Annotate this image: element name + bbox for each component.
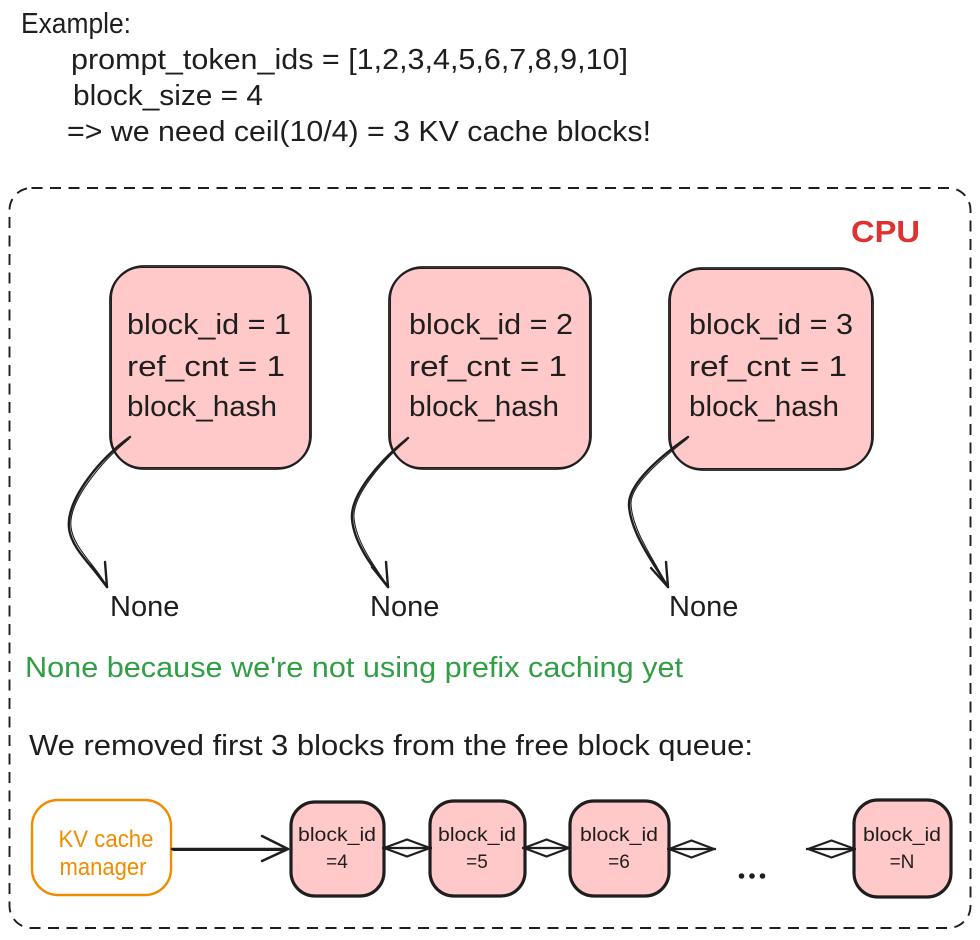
svg-text:None: None — [669, 591, 738, 623]
svg-text:block_id: block_id — [863, 825, 941, 846]
svg-text:KV cache: KV cache — [59, 826, 154, 853]
svg-text:CPU: CPU — [851, 214, 920, 249]
svg-text:ref_cnt = 1: ref_cnt = 1 — [689, 351, 847, 383]
svg-text:None because we're not using p: None because we're not using prefix cach… — [25, 652, 683, 684]
svg-text:block_hash: block_hash — [409, 391, 559, 423]
svg-text:We removed first 3 blocks from: We removed first 3 blocks from the free … — [29, 730, 753, 762]
svg-text:ref_cnt = 1: ref_cnt = 1 — [409, 351, 567, 383]
svg-text:Example:: Example: — [21, 8, 131, 40]
svg-text:=4: =4 — [326, 852, 348, 873]
svg-text:=N: =N — [890, 852, 915, 873]
svg-text:=6: =6 — [608, 852, 630, 873]
svg-text:block_id: block_id — [298, 825, 376, 846]
svg-text:block_id: block_id — [580, 825, 658, 846]
svg-text:=> we need ceil(10/4) = 3 KV c: => we need ceil(10/4) = 3 KV cache block… — [67, 116, 651, 148]
svg-text:block_id: block_id — [438, 825, 516, 846]
svg-text:block_id = 2: block_id = 2 — [409, 309, 573, 341]
svg-text:block_id = 1: block_id = 1 — [127, 309, 291, 341]
svg-text:ref_cnt = 1: ref_cnt = 1 — [127, 351, 285, 383]
svg-text:block_id = 3: block_id = 3 — [689, 309, 853, 341]
svg-text:prompt_token_ids = [1,2,3,4,5,: prompt_token_ids = [1,2,3,4,5,6,7,8,9,10… — [71, 44, 628, 76]
svg-text:None: None — [110, 591, 179, 623]
svg-text:manager: manager — [60, 854, 147, 881]
svg-text:block_hash: block_hash — [127, 391, 277, 423]
svg-text:block_hash: block_hash — [689, 391, 839, 423]
svg-text:block_size = 4: block_size = 4 — [73, 80, 263, 112]
svg-text:=5: =5 — [466, 852, 488, 873]
svg-text:None: None — [370, 591, 439, 623]
